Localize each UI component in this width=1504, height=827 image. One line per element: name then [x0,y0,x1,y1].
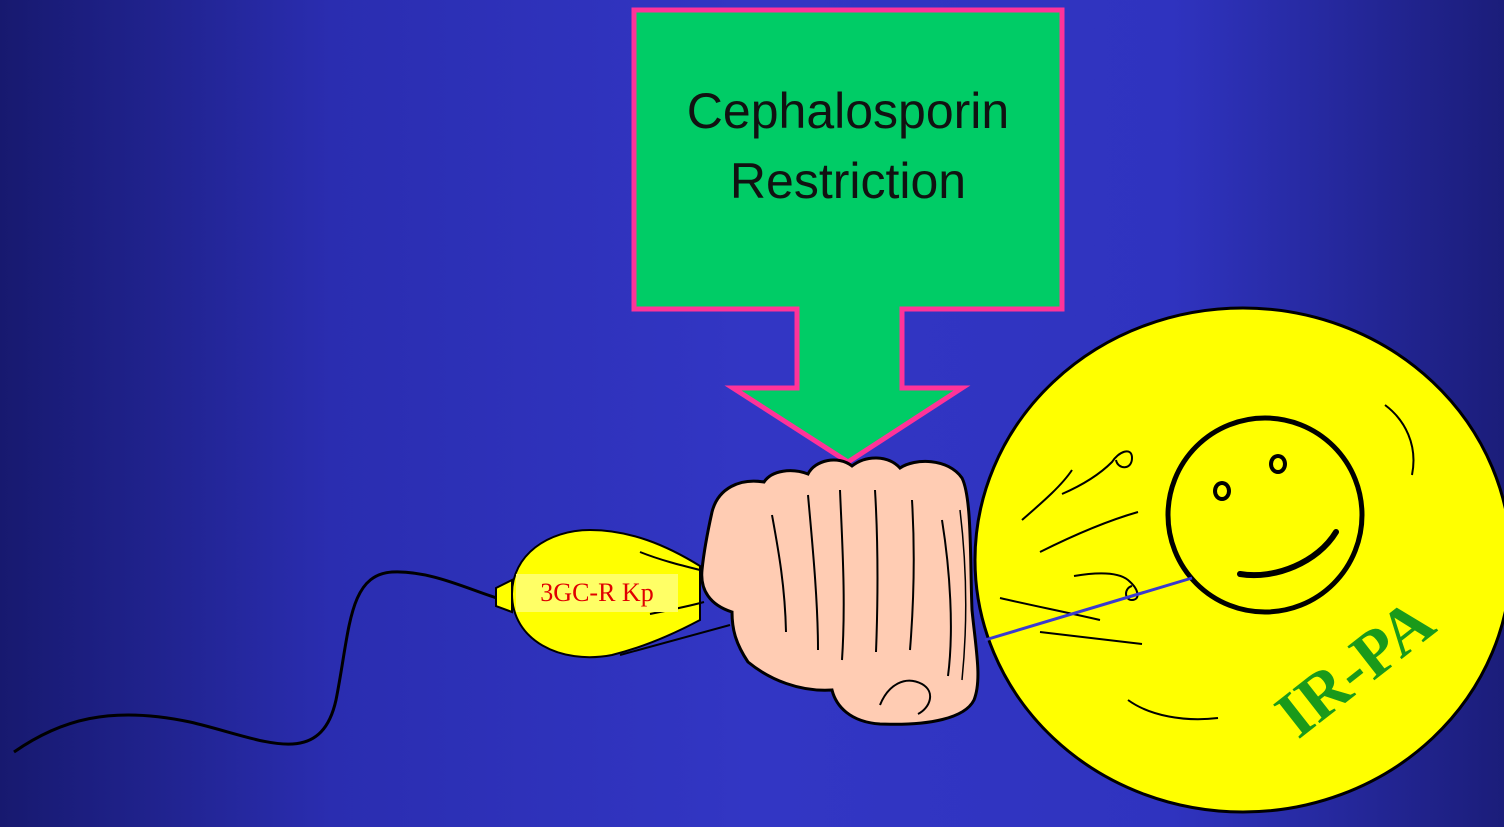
smiley-right-eye-highlight [1273,458,1283,470]
arrow-title-line1: Cephalosporin [687,83,1009,139]
restriction-arrow: Cephalosporin Restriction [634,10,1062,462]
big-balloon: IR-PA [975,308,1504,812]
arrow-title-line2: Restriction [730,153,966,209]
smiley-left-eye-highlight [1217,485,1227,497]
fist-icon [702,458,978,724]
small-balloon-knot [496,580,512,612]
big-balloon-body [975,308,1504,812]
balloon-string [14,572,497,752]
small-balloon-label: 3GC-R Kp [516,574,678,612]
restriction-arrow-shape [634,10,1062,462]
